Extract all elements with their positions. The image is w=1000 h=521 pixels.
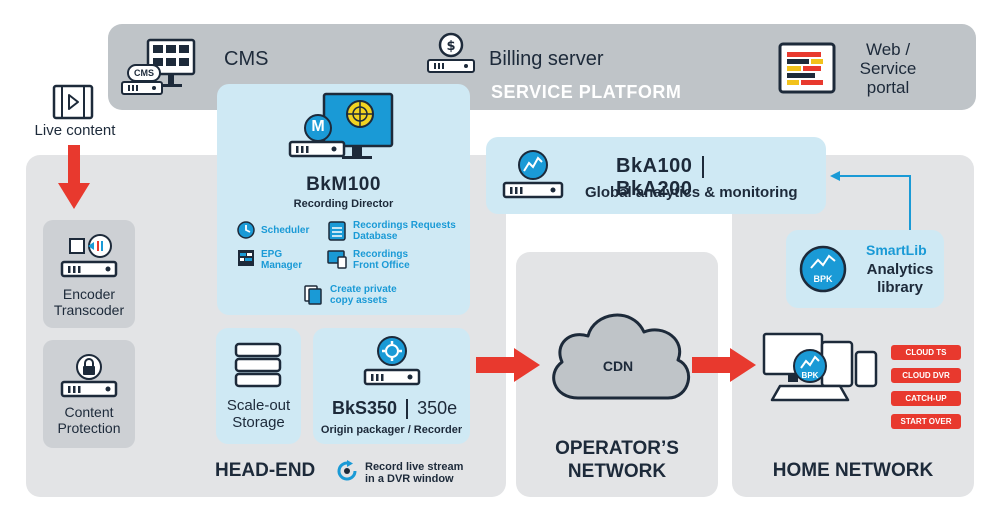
bkm100-product-name: BkM100	[306, 174, 381, 195]
cms-label: CMS	[224, 48, 269, 70]
scheduler-label: Scheduler	[261, 225, 310, 236]
encoder-icon	[58, 234, 120, 282]
recordings-front-office-label: Recordings Front Office	[353, 249, 410, 271]
smartlib-title: SmartLib	[866, 242, 927, 258]
home-devices-icon	[760, 330, 882, 406]
recording-director-subtitle: Recording Director	[293, 198, 394, 210]
bpk-icon	[798, 244, 848, 294]
operators-network-title: OPERATOR’S NETWORK	[555, 438, 679, 482]
bpk-badge-label: BPK	[813, 274, 833, 284]
cloud-dvr-badge: CLOUD DVR	[891, 368, 961, 383]
svg-text:$: $	[446, 39, 455, 54]
global-analytics-label: Global analytics & monitoring	[585, 184, 798, 201]
smartlib-feedback-arrow	[828, 168, 918, 238]
content-protection-label: Content Protection	[57, 404, 121, 436]
scale-out-storage-label: Scale-out Storage	[226, 397, 291, 431]
web-portal-label: Web / Service portal	[859, 40, 917, 97]
cdn-to-home-arrow	[692, 348, 756, 382]
analytics-server-icon	[500, 147, 566, 203]
front-office-icon	[327, 249, 347, 269]
encoder-transcoder-label: Encoder Transcoder	[53, 286, 125, 318]
head-end-title: HEAD-END	[215, 460, 316, 481]
service-platform-title: SERVICE PLATFORM	[491, 82, 682, 102]
packager-to-cdn-arrow	[476, 348, 540, 382]
live-content-arrow	[58, 145, 90, 211]
home-network-title: HOME NETWORK	[772, 460, 934, 481]
scheduler-icon	[236, 220, 256, 240]
record-live-stream-note: Record live stream in a DVR window	[365, 461, 464, 485]
cdn-cloud-icon	[540, 302, 696, 404]
live-content-label: Live content	[34, 122, 116, 139]
record-loop-icon	[335, 459, 359, 483]
web-portal-icon	[778, 42, 836, 94]
lock-icon	[58, 354, 120, 402]
billing-server-icon: $	[426, 32, 476, 76]
cms-badge: CMS	[127, 64, 161, 82]
start-over-badge: START OVER	[891, 414, 961, 429]
bka-product-names: BkA100 BkA200	[616, 155, 786, 201]
billing-server-label: Billing server	[489, 48, 604, 70]
video-icon	[52, 84, 94, 120]
home-bpk-badge-label: BPK	[801, 371, 819, 380]
bks350-product-names: BkS350 350e	[332, 398, 458, 420]
epg-manager-label: EPG Manager	[261, 249, 303, 271]
recording-director-icon	[288, 90, 398, 170]
create-private-copy-label: Create private copy assets	[330, 284, 397, 306]
analytics-library-label: Analytics library	[866, 261, 934, 296]
recordings-requests-label: Recordings Requests Database	[353, 220, 456, 242]
storage-icon	[232, 342, 284, 388]
packager-gear-icon	[362, 334, 422, 388]
origin-packager-label: Origin packager / Recorder	[320, 424, 463, 436]
recording-director-badge: M	[311, 118, 325, 135]
cloud-ts-badge: CLOUD TS	[891, 345, 961, 360]
database-icon	[327, 220, 347, 242]
catch-up-badge: CATCH-UP	[891, 391, 961, 406]
cdn-label: CDN	[602, 358, 634, 374]
copy-assets-icon	[303, 284, 323, 306]
epg-manager-icon	[236, 248, 256, 268]
cms-icon	[120, 36, 210, 98]
